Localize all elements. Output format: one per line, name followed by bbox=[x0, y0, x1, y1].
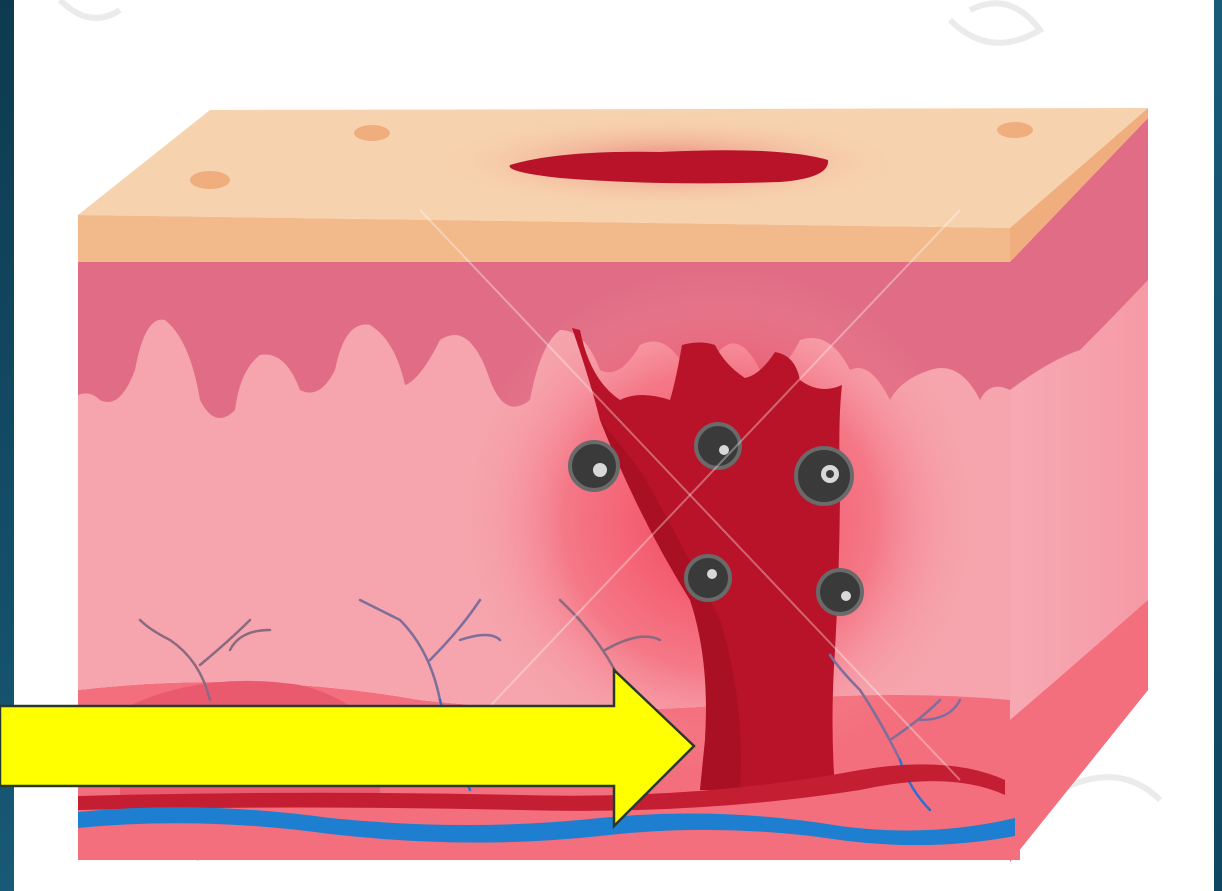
pore bbox=[354, 125, 390, 141]
cell bbox=[818, 570, 862, 614]
cell bbox=[696, 424, 740, 468]
cell bbox=[686, 556, 730, 600]
pore bbox=[997, 122, 1033, 138]
cell bbox=[570, 442, 618, 490]
pore bbox=[190, 171, 230, 189]
cell bbox=[796, 448, 852, 504]
